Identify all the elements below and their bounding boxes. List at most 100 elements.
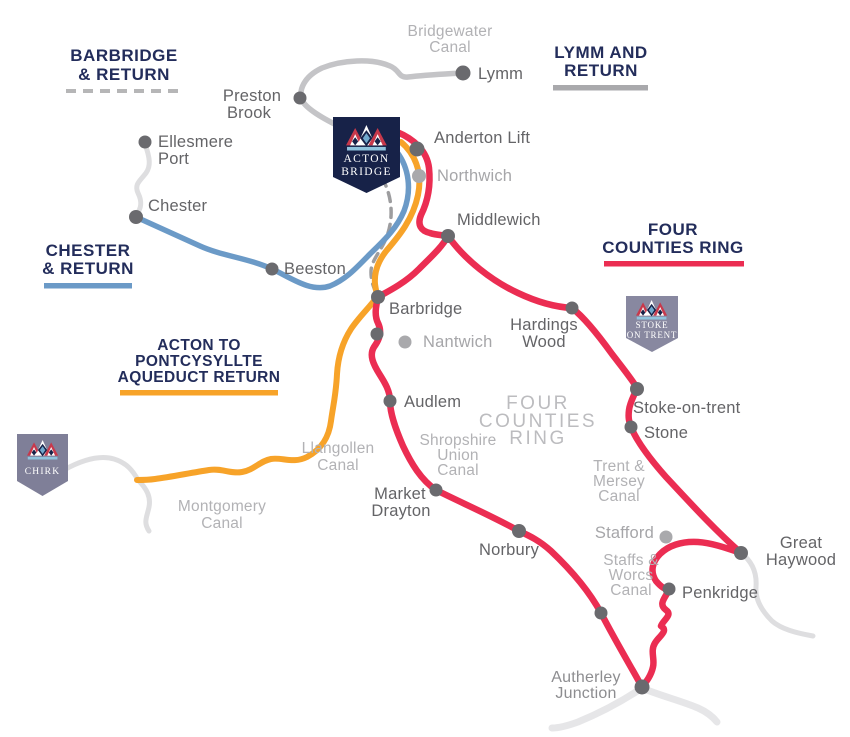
place-dot-anderton-lift bbox=[409, 141, 425, 157]
canal-label-shropshire-union: Shropshire bbox=[420, 432, 497, 449]
place-dot-beeston bbox=[265, 262, 279, 276]
legend-lymm-bar-swatch bbox=[553, 85, 648, 91]
place-label-market-drayton: Market bbox=[374, 485, 426, 503]
place-label-nantwich: Nantwich bbox=[423, 333, 492, 351]
route-four-counties-ring bbox=[368, 232, 745, 691]
place-dot-audlem bbox=[383, 394, 397, 408]
place-label-ellesmere-port: Ellesmere bbox=[158, 133, 233, 151]
route-lymm-return bbox=[298, 58, 464, 136]
canal-label-staffs-worcs-2: Worcs bbox=[609, 567, 654, 584]
place-dot-ellesmere-port bbox=[138, 135, 152, 149]
legend-chester-bar-swatch bbox=[44, 283, 132, 289]
canal-label-llangollen: Llangollen bbox=[302, 440, 375, 457]
place-label-anderton-lift: Anderton Lift bbox=[434, 129, 530, 147]
legend-lymm-line2: RETURN bbox=[564, 61, 638, 80]
canal-label-shropshire-union-3: Canal bbox=[437, 462, 479, 479]
place-label-market-drayton-2: Drayton bbox=[371, 502, 430, 520]
canal-label-trent-mersey-2: Mersey bbox=[593, 473, 645, 490]
legend-barbridge-return: BARBRIDGE & RETURN bbox=[66, 46, 178, 93]
place-label-stoke-on-trent: Stoke-on-trent bbox=[633, 399, 741, 417]
canal-label-shropshire-union-2: Union bbox=[437, 447, 479, 464]
place-dot-stoke-on-trent bbox=[630, 382, 644, 396]
place-label-stone: Stone bbox=[644, 424, 688, 442]
legend-four-counties-bar-swatch bbox=[604, 261, 744, 267]
place-label-northwich: Northwich bbox=[437, 167, 512, 185]
place-label-hardings-wood: Hardings bbox=[510, 316, 578, 334]
canal-label-montgomery: Montgomery bbox=[178, 498, 266, 515]
place-dot-autherley-junction bbox=[634, 679, 650, 695]
four-counties-ring-watermark: FOUR bbox=[506, 393, 570, 414]
four-counties-ring-watermark-2: COUNTIES bbox=[479, 411, 597, 432]
four-counties-ring-watermark-3: RING bbox=[509, 428, 567, 449]
place-label-barbridge: Barbridge bbox=[389, 300, 462, 318]
route-autherley-southwest-tail bbox=[548, 684, 646, 732]
place-label-chester: Chester bbox=[148, 197, 207, 215]
place-label-autherley-junction: Autherley bbox=[551, 669, 620, 686]
route-ellesmere-port-link bbox=[133, 141, 152, 218]
legend-acton-pontcysyllte: ACTON TO PONTCYSYLLTE AQUEDUCT RETURN bbox=[118, 337, 281, 396]
place-dot-stone bbox=[624, 420, 638, 434]
legend-pontcysyllte-line2: PONTCYSYLLTE bbox=[135, 353, 263, 370]
canal-label-trent-mersey-3: Canal bbox=[598, 488, 640, 505]
legend-lymm-line1: LYMM AND bbox=[554, 43, 647, 62]
badge-chirk-line1: CHIRK bbox=[25, 467, 61, 477]
canal-label-montgomery-2: Canal bbox=[201, 515, 243, 532]
canal-label-bridgewater: Bridgewater bbox=[408, 23, 493, 40]
place-dot-northwich bbox=[412, 169, 426, 183]
badge-acton-bridge-line1: ACTON bbox=[344, 153, 390, 165]
legend-pontcysyllte-line1: ACTON TO bbox=[157, 337, 241, 354]
legend-pontcysyllte-line3: AQUEDUCT RETURN bbox=[118, 369, 281, 386]
place-dot-penkridge bbox=[662, 582, 676, 596]
place-label-norbury: Norbury bbox=[479, 541, 540, 559]
place-dot-chester bbox=[129, 210, 143, 224]
route-montgomery-canal bbox=[135, 477, 152, 534]
legend-chester-line1: CHESTER bbox=[46, 241, 131, 260]
route-trent-mersey-south-tail bbox=[738, 550, 816, 639]
canal-label-llangollen-2: Canal bbox=[317, 457, 359, 474]
junction-dot-hurleston bbox=[370, 327, 384, 341]
legend-four-counties-ring: FOUR COUNTIES RING bbox=[602, 220, 744, 267]
place-label-penkridge: Penkridge bbox=[682, 584, 758, 602]
place-dot-barbridge bbox=[371, 290, 385, 304]
legend-barbridge-line2: & RETURN bbox=[78, 65, 170, 84]
badge-stoke-line1: STOKE bbox=[636, 320, 669, 330]
legend-lymm-return: LYMM AND RETURN bbox=[553, 43, 648, 91]
place-dot-norbury bbox=[512, 524, 526, 538]
place-label-preston-brook: Preston bbox=[223, 87, 281, 105]
badge-acton-bridge: ACTON BRIDGE bbox=[333, 117, 400, 193]
place-dot-preston-brook bbox=[293, 91, 307, 105]
junction-dot-gailey bbox=[594, 606, 608, 620]
place-dot-nantwich bbox=[398, 335, 412, 349]
canal-label-staffs-worcs-3: Canal bbox=[610, 582, 652, 599]
badge-acton-bridge-line2: BRIDGE bbox=[341, 166, 392, 178]
place-label-beeston: Beeston bbox=[284, 260, 346, 278]
place-dot-hardings-wood bbox=[565, 301, 579, 315]
legend-four-counties-line2: COUNTIES RING bbox=[602, 238, 744, 257]
route-chirk-link bbox=[61, 455, 141, 483]
badge-chirk-shield bbox=[17, 434, 68, 496]
route-acton-pontcysyllte bbox=[134, 139, 423, 483]
place-label-preston-brook-2: Brook bbox=[227, 104, 272, 122]
place-label-lymm: Lymm bbox=[478, 65, 523, 83]
place-label-hardings-wood-2: Wood bbox=[522, 333, 566, 351]
route-autherley-southeast-tail bbox=[638, 684, 721, 726]
canal-label-trent-mersey: Trent & bbox=[593, 458, 645, 475]
badge-chirk: CHIRK bbox=[17, 434, 68, 496]
badge-acton-bridge-shield bbox=[333, 117, 400, 193]
place-dot-stafford bbox=[659, 530, 673, 544]
canal-label-bridgewater-2: Canal bbox=[429, 39, 471, 56]
legend-chester-return: CHESTER & RETURN bbox=[42, 241, 134, 289]
place-label-autherley-junction-2: Junction bbox=[555, 685, 616, 702]
place-dot-lymm bbox=[455, 65, 471, 81]
place-label-great-haywood-2: Haywood bbox=[766, 551, 836, 569]
place-label-great-haywood: Great bbox=[780, 534, 822, 552]
legend-chester-line2: & RETURN bbox=[42, 259, 134, 278]
badge-stoke-on-trent: STOKE ON TRENT bbox=[626, 296, 678, 352]
place-dot-great-haywood bbox=[734, 546, 748, 560]
route-chester-return bbox=[133, 149, 412, 291]
place-label-audlem: Audlem bbox=[404, 393, 461, 411]
legend-four-counties-line1: FOUR bbox=[648, 220, 698, 239]
badge-stoke-line2: ON TRENT bbox=[627, 330, 677, 340]
